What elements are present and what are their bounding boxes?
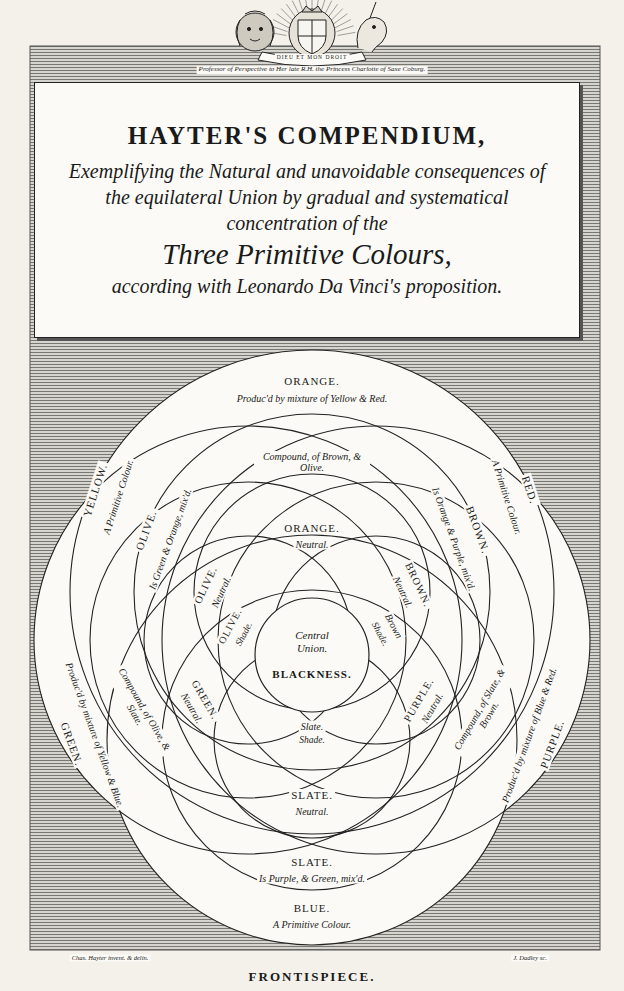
shield [298,20,326,54]
lion-eye [259,27,262,30]
center-name: BLACKNESS. [272,668,351,681]
circle-outline [255,598,369,712]
colour-note: Neutral. [293,539,330,550]
circle-ring [218,482,534,798]
colour-note: Is Purple, & Green, mix'd. [257,873,367,884]
lion-eye [247,27,250,30]
color-circles [34,350,590,945]
colour-note: Neutral. [293,806,330,817]
plate-caption: FRONTISPIECE. [247,970,378,984]
sun-ray [335,19,351,27]
circle-ring [194,474,430,710]
engraver-credit: Chas. Hayter invent. & delin. [70,954,151,961]
circle-ring [162,590,462,890]
circle-ring [134,414,490,770]
royal-crest [236,2,387,66]
garter [289,9,335,57]
center-text: Central Union. [283,629,341,654]
colour-name: ORANGE. [282,522,342,534]
colour-note: A Primitive Colour. [271,919,353,930]
circle-ring [144,536,352,744]
crest-caption: Professor of Perspective to Her late R.H… [197,66,428,74]
sun-ray [281,9,294,22]
title-text: HAYTER'S COMPENDIUM, [128,122,487,151]
circle-ring [34,426,462,854]
color-circles-fill [34,350,590,945]
lion-mouth [250,39,260,41]
circle-ring [162,426,590,854]
unicorn-head [357,17,387,52]
title-panel: HAYTER'S COMPENDIUM, Exemplifying the Nat… [34,82,580,338]
colour-note: Compound, of Brown, & Olive. [254,451,370,473]
colour-name: SLATE. [289,856,335,868]
unicorn-eye [373,26,376,29]
colour-name: ORANGE. [282,375,342,387]
circle-ring [70,350,554,834]
colour-note: Produc'd by mixture of Yellow & Red. [235,393,390,404]
motto: DIEU ET MON DROIT [275,54,350,60]
colour-note: Slate. [299,721,326,732]
circle-ring [272,536,480,744]
sun-ray [338,32,356,35]
engraver-credit: J. Dadley sc. [511,954,549,961]
circle-ring [90,482,406,798]
central-circle: Central Union. BLACKNESS. [254,597,370,713]
circle-ring [214,642,410,838]
colour-note: Shade. [297,735,327,745]
sun-ray [330,9,343,22]
engraved-frame [30,46,600,950]
colour-name: BLUE. [292,902,332,914]
title-emphasis: Three Primitive Colours, [162,236,452,272]
unicorn-horn [370,2,376,18]
circle-outline [254,597,370,713]
sun-ray [337,26,354,32]
sun-ray [277,14,291,25]
title-body: Exemplifying the Natural and unavoidable… [55,158,559,236]
lion-mane [237,11,273,46]
lion-head [236,13,274,51]
title-body: according with Leonardo Da Vinci's propo… [112,273,503,299]
crown [302,6,322,12]
colour-name: SLATE. [289,789,335,801]
motto-banner [258,52,366,66]
shield-quarters [298,20,326,54]
